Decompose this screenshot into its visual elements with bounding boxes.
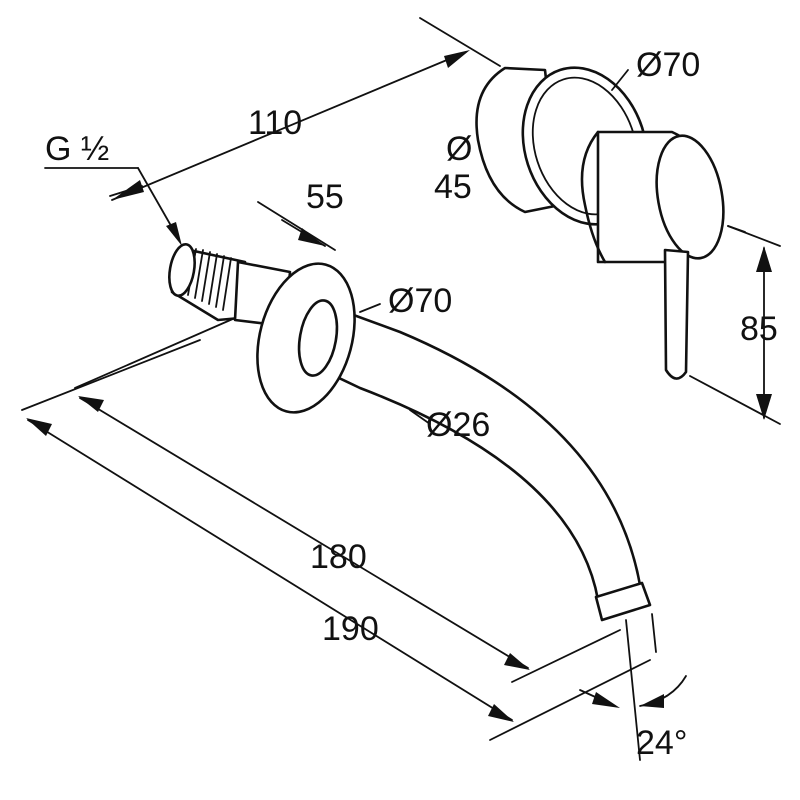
dim-190-line	[27, 419, 513, 721]
angle-24-vertical	[625, 619, 641, 761]
dim-55-extension	[257, 201, 336, 251]
dim-55-arrow	[298, 228, 325, 246]
dim-180-line	[79, 397, 529, 669]
spout-tip	[594, 581, 652, 622]
thread-leader-arrow	[166, 222, 182, 246]
dim-85-arrow-bottom	[756, 394, 772, 420]
label-85: 85	[740, 310, 778, 348]
dimension-lines	[21, 17, 781, 761]
dim-190-arrow-right	[488, 704, 514, 722]
angle-24-arrow-left	[592, 692, 620, 708]
label-180: 180	[310, 538, 367, 576]
mixer-handle-face	[655, 134, 725, 260]
label-dia-26: Ø26	[426, 406, 490, 444]
label-190: 190	[322, 610, 379, 648]
dim-180-arrow-right	[504, 653, 530, 670]
mixer-centerline	[727, 225, 746, 233]
angle-24-arrow-right	[640, 694, 664, 708]
mixer-lever	[663, 248, 690, 380]
dia-26-leader	[409, 409, 431, 425]
spout-tube-start	[297, 299, 339, 377]
dim-180-arrow-left	[78, 396, 104, 412]
dim-110-arrow-left	[112, 180, 144, 200]
label-dia-45-value: 45	[434, 168, 472, 206]
label-angle-24: 24°	[636, 724, 687, 762]
mixer-handle-back-edge	[580, 130, 607, 264]
label-dia-70-spout: Ø70	[388, 282, 452, 320]
dim-190-extension-right	[489, 659, 651, 741]
mixer-body	[475, 66, 725, 380]
dim-110-extension-right	[419, 17, 501, 67]
dim-110-line	[111, 51, 467, 201]
dim-180-extension-right	[511, 629, 621, 683]
label-dia-45-symbol: Ø	[446, 130, 472, 168]
spout-assembly	[168, 243, 652, 622]
dimension-labels: G ½ 110 55 Ø70 Ø 45 Ø70 85 Ø26 180 190 2…	[45, 46, 778, 762]
thread-end	[168, 243, 196, 297]
label-dia-70-mixer: Ø70	[636, 46, 700, 84]
dim-110-arrow-right	[444, 50, 470, 68]
dim-190-arrow-left	[26, 418, 52, 436]
label-55: 55	[306, 178, 344, 216]
label-thread: G ½	[45, 130, 109, 168]
angle-24-tip-line	[651, 613, 657, 653]
label-110: 110	[248, 104, 302, 142]
dia-70-mixer-leader	[611, 69, 629, 91]
dim-190-extension-left	[21, 339, 201, 411]
dia-70-spout-leader	[359, 303, 381, 313]
dim-85-arrow-top	[756, 246, 772, 272]
dim-180-extension-left	[74, 317, 236, 389]
